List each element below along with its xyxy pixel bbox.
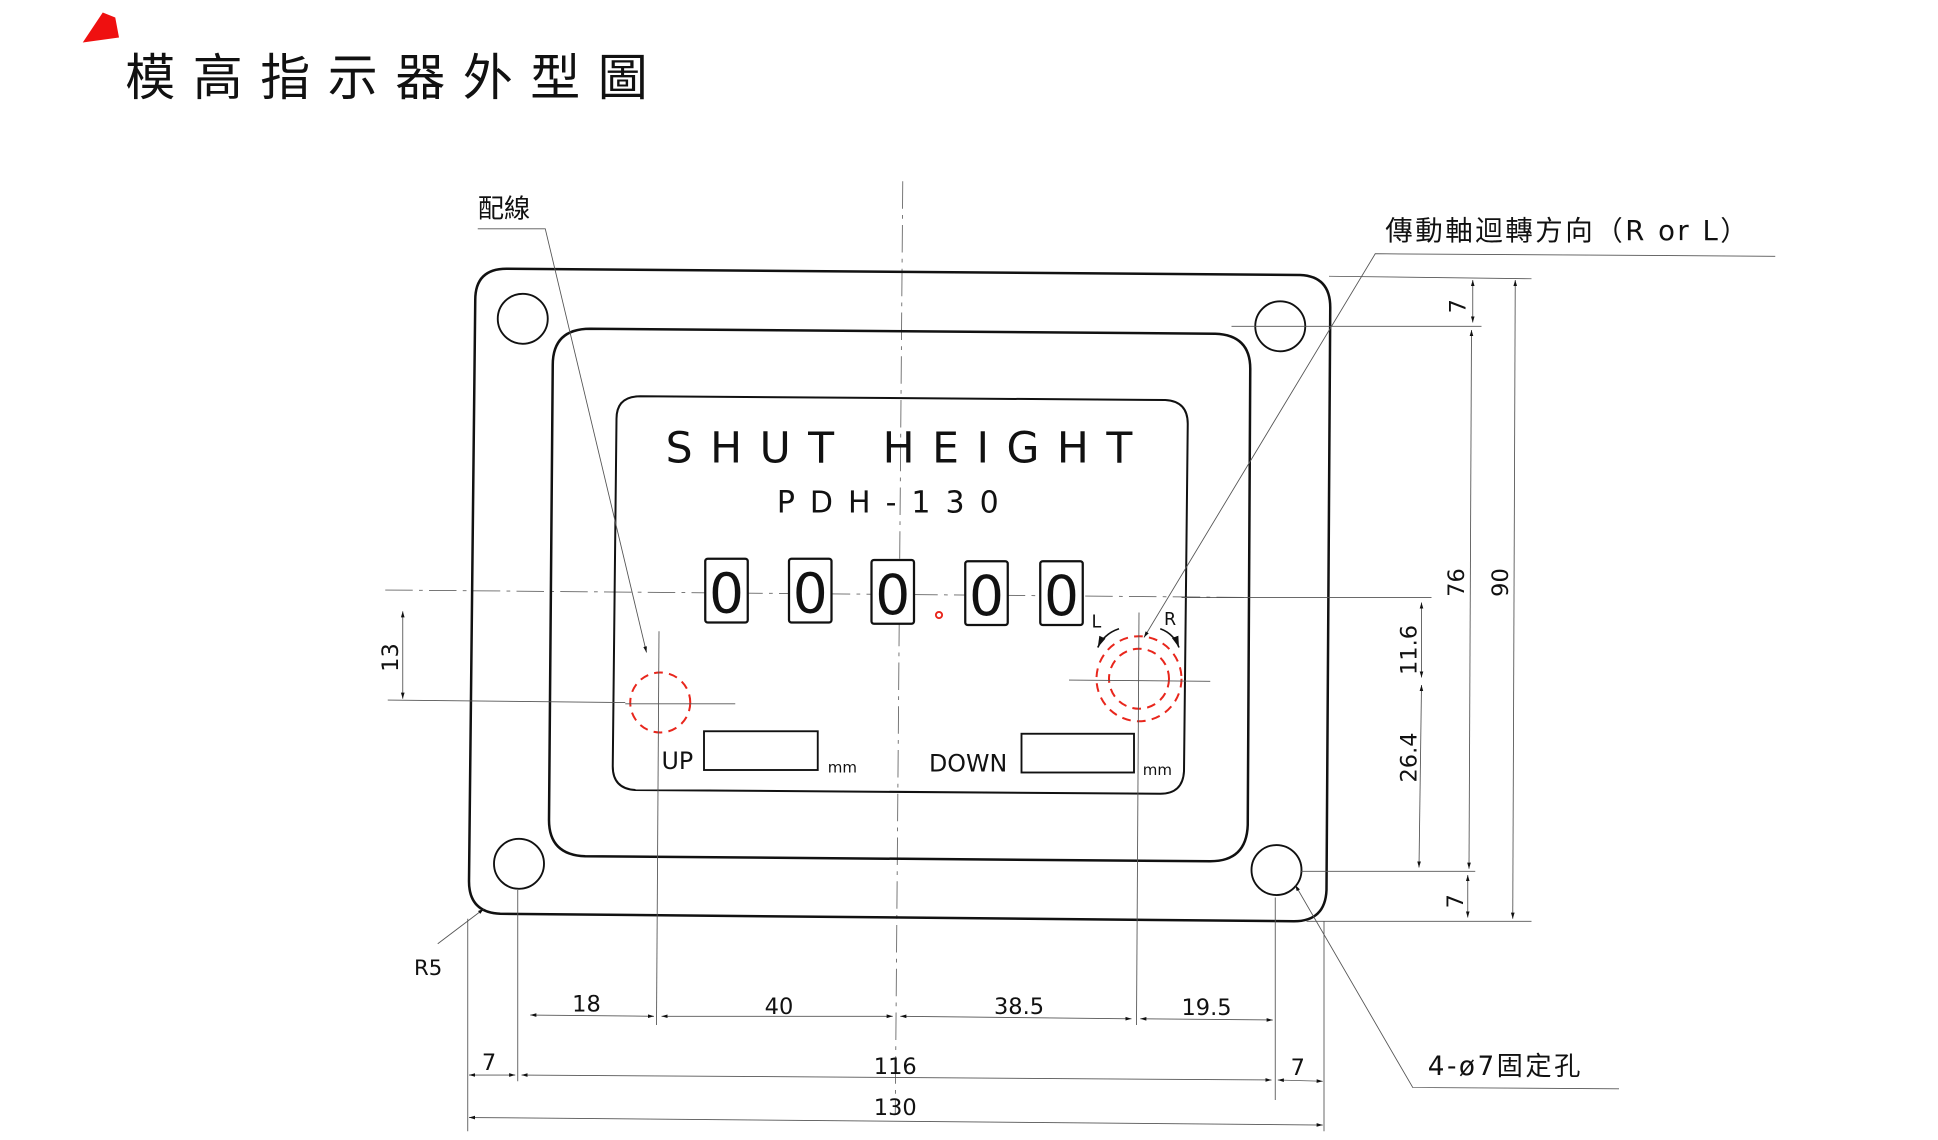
- down-label: DOWN: [929, 749, 1007, 777]
- outer-plate: [467, 267, 1332, 923]
- up-window: [703, 730, 819, 771]
- down-window: [1020, 732, 1135, 774]
- dim-38-5: 38.5: [994, 994, 1044, 1020]
- counter-digits: 0 0 0 0 0: [704, 557, 1084, 628]
- face-panel: [611, 395, 1189, 795]
- radius-callout: R5: [414, 956, 442, 981]
- arrow-ccw-icon: [1097, 627, 1120, 648]
- holes-callout: 4-ø7固定孔: [1428, 1052, 1583, 1082]
- digit: 0: [875, 563, 910, 627]
- dim-130: 130: [874, 1095, 917, 1121]
- digit: 0: [709, 562, 744, 626]
- digit: 0: [793, 562, 828, 626]
- horizontal-dimensions: 18 40 38.5 19.5 7 116 7 130: [468, 991, 1323, 1127]
- wiring-callout: 配線: [478, 195, 531, 225]
- vertical-dimensions: 7 76 90 11.6 26.4 7 13: [378, 279, 1518, 919]
- decimal-point: [934, 610, 944, 620]
- vertical-centerline: [894, 181, 904, 1116]
- wiring-port-circle: [629, 671, 692, 734]
- dim-top-7: 7: [1445, 299, 1471, 313]
- dim-26-4: 26.4: [1397, 732, 1423, 782]
- horizontal-centerline: [385, 589, 1251, 598]
- dim-11-6: 11.6: [1397, 625, 1423, 675]
- dim-76: 76: [1444, 568, 1470, 597]
- dim-18: 18: [572, 991, 601, 1017]
- hole-icon: [1250, 844, 1303, 896]
- red-marker-icon: [82, 12, 119, 43]
- dim-bottom-7: 7: [1443, 894, 1469, 908]
- panel-model: PDH-130: [777, 486, 1014, 521]
- dim-19-5: 19.5: [1181, 995, 1231, 1021]
- dim-right-7: 7: [1291, 1055, 1305, 1081]
- page-title: 模高指示器外型圖: [125, 49, 665, 107]
- arrow-cw-icon: [1159, 627, 1180, 648]
- digit: 0: [1044, 564, 1079, 628]
- down-unit: mm: [1143, 761, 1172, 779]
- up-unit: mm: [828, 759, 857, 777]
- dim-13: 13: [378, 643, 404, 672]
- extension-lines: [387, 275, 1532, 1132]
- rotation-callout: 傳動軸迴轉方向（R or L）: [1385, 215, 1750, 247]
- rotation-left-label: L: [1092, 613, 1102, 633]
- dim-90: 90: [1488, 568, 1514, 597]
- dim-left-7: 7: [482, 1050, 496, 1076]
- dim-116: 116: [874, 1054, 917, 1080]
- rotation-right-label: R: [1164, 610, 1176, 630]
- up-label: UP: [662, 747, 694, 775]
- inner-bezel: [547, 327, 1252, 863]
- dim-40: 40: [765, 994, 794, 1020]
- digit: 0: [969, 564, 1004, 628]
- panel-heading: SHUT HEIGHT: [666, 425, 1150, 474]
- hole-icon: [493, 837, 545, 890]
- hole-icon: [496, 292, 549, 345]
